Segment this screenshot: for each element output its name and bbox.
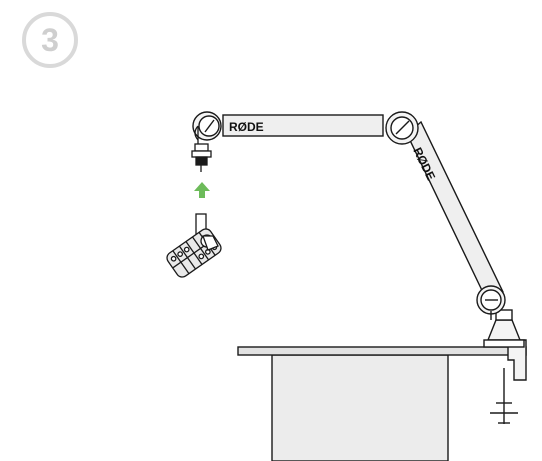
microphone-icon <box>166 213 222 278</box>
desk-clamp-icon <box>483 309 527 424</box>
boom-arm-icon: RØDE RØDE <box>191 111 506 320</box>
step-number: 3 <box>41 21 59 58</box>
mic-yoke <box>200 234 219 251</box>
tension-knob-base <box>476 285 506 320</box>
desk <box>237 346 527 461</box>
tension-knob-tip <box>192 111 222 141</box>
thread-mount <box>191 125 212 172</box>
desk-drawer-unit <box>271 354 449 461</box>
upper-arm-brand-label: RØDE <box>229 120 264 134</box>
desk-top <box>237 346 527 356</box>
upper-arm <box>222 114 384 137</box>
mic-body <box>166 228 222 278</box>
step-number-badge: 3 <box>22 12 78 68</box>
tension-knob-elbow <box>385 111 419 145</box>
up-arrow-icon <box>194 182 210 198</box>
